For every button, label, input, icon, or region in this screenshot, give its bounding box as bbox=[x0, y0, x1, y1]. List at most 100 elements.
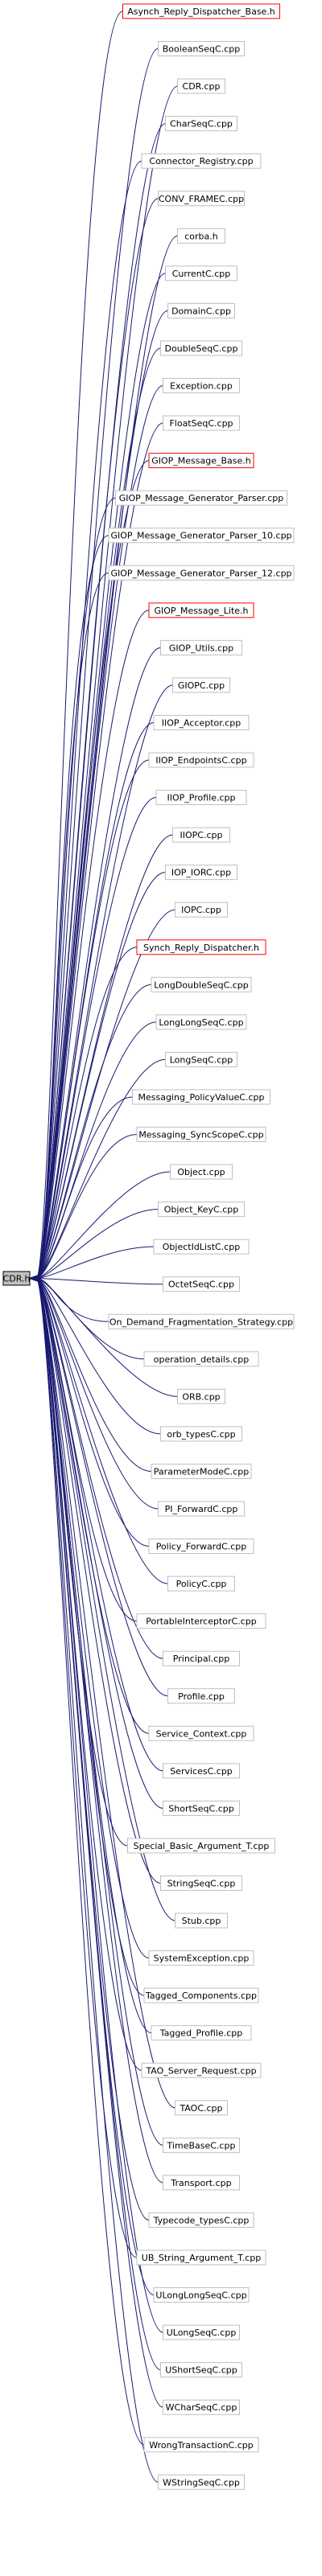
node-messaging-syncscopec-cpp[interactable]: Messaging_SyncScopeC.cpp bbox=[136, 1127, 266, 1142]
node-profile-cpp[interactable]: Profile.cpp bbox=[167, 1688, 235, 1704]
node-stringseqc-cpp[interactable]: StringSeqC.cpp bbox=[160, 1876, 242, 1891]
node-charseqc-cpp[interactable]: CharSeqC.cpp bbox=[165, 116, 237, 132]
node-label: TimeBaseC.cpp bbox=[167, 2140, 236, 2151]
node-giopc-cpp[interactable]: GIOPC.cpp bbox=[172, 677, 230, 693]
node-label: Connector_Registry.cpp bbox=[149, 156, 253, 166]
node-giop-message-base-h[interactable]: GIOP_Message_Base.h bbox=[148, 453, 254, 469]
node-box bbox=[175, 902, 228, 918]
node-iopc-cpp[interactable]: IOPC.cpp bbox=[175, 902, 228, 918]
node-object-keyc-cpp[interactable]: Object_KeyC.cpp bbox=[158, 1202, 245, 1218]
node-pi-forwardc-cpp[interactable]: PI_ForwardC.cpp bbox=[158, 1501, 245, 1517]
node-label: IIOP_EndpointsC.cpp bbox=[155, 755, 246, 766]
node-iop-iorc-cpp[interactable]: IOP_IORC.cpp bbox=[165, 865, 237, 881]
node-label: WStringSeqC.cpp bbox=[163, 2477, 240, 2488]
node-doubleseqc-cpp[interactable]: DoubleSeqC.cpp bbox=[160, 340, 242, 356]
node-servicesc-cpp[interactable]: ServicesC.cpp bbox=[163, 1763, 240, 1779]
node-box bbox=[158, 191, 245, 207]
edge-wcharseqc-cpp bbox=[35, 1278, 163, 2408]
node-longlongseqc-cpp[interactable]: LongLongSeqC.cpp bbox=[155, 1014, 247, 1030]
node-orb-cpp[interactable]: ORB.cpp bbox=[177, 1388, 225, 1404]
node-octetseqc-cpp[interactable]: OctetSeqC.cpp bbox=[163, 1276, 240, 1292]
node-synch-reply-dispatcher-h[interactable]: Synch_Reply_Dispatcher.h bbox=[136, 939, 266, 955]
node-special-basic-argument-t-cpp[interactable]: Special_Basic_Argument_T.cpp bbox=[127, 1838, 275, 1854]
node-operation-details-cpp[interactable]: operation_details.cpp bbox=[143, 1351, 259, 1367]
node-box bbox=[141, 2062, 262, 2078]
node-box bbox=[148, 2212, 254, 2228]
node-giop-message-generator-parser-cpp[interactable]: GIOP_Message_Generator_Parser.cpp bbox=[115, 490, 287, 506]
node-label: IIOP_Profile.cpp bbox=[167, 793, 236, 803]
node-giop-utils-cpp[interactable]: GIOP_Utils.cpp bbox=[160, 639, 242, 655]
node-iiop-acceptor-cpp[interactable]: IIOP_Acceptor.cpp bbox=[153, 714, 250, 730]
node-on-demand-fragmentation-strategy-cpp[interactable]: On_Demand_Fragmentation_Strategy.cpp bbox=[108, 1313, 295, 1329]
node-ulongseqc-cpp[interactable]: ULongSeqC.cpp bbox=[163, 2324, 240, 2340]
edge-pi-forwardc-cpp bbox=[35, 1278, 159, 1510]
node-booleanseqc-cpp[interactable]: BooleanSeqC.cpp bbox=[158, 41, 245, 57]
node-cdr-cpp[interactable]: CDR.cpp bbox=[177, 78, 225, 94]
node-label: Messaging_SyncScopeC.cpp bbox=[138, 1130, 263, 1140]
node-corba-h[interactable]: corba.h bbox=[177, 228, 225, 244]
node-floatseqc-cpp[interactable]: FloatSeqC.cpp bbox=[163, 415, 240, 431]
node-wcharseqc-cpp[interactable]: WCharSeqC.cpp bbox=[163, 2399, 240, 2415]
node-label: Profile.cpp bbox=[178, 1691, 225, 1702]
node-tagged-profile-cpp[interactable]: Tagged_Profile.cpp bbox=[151, 2025, 252, 2041]
node-label: ShortSeqC.cpp bbox=[168, 1803, 233, 1814]
node-label: FloatSeqC.cpp bbox=[169, 418, 233, 429]
node-service-context-cpp[interactable]: Service_Context.cpp bbox=[148, 1725, 254, 1741]
edge-booleanseqc-cpp bbox=[35, 48, 159, 1279]
node-systemexception-cpp[interactable]: SystemException.cpp bbox=[148, 1950, 254, 1966]
node-iiop-profile-cpp[interactable]: IIOP_Profile.cpp bbox=[155, 790, 247, 806]
node-giop-message-generator-parser-12-cpp[interactable]: GIOP_Message_Generator_Parser_12.cpp bbox=[108, 565, 295, 581]
node-parametermodec-cpp[interactable]: ParameterModeC.cpp bbox=[151, 1463, 252, 1479]
node-label: Object.cpp bbox=[177, 1167, 225, 1177]
node-label: CharSeqC.cpp bbox=[170, 119, 233, 129]
node-box bbox=[177, 1388, 225, 1404]
node-orb-typesc-cpp[interactable]: orb_typesC.cpp bbox=[160, 1426, 242, 1442]
node-box bbox=[163, 378, 240, 393]
node-tao-server-request-cpp[interactable]: TAO_Server_Request.cpp bbox=[141, 2062, 262, 2078]
node-conv-framec-cpp[interactable]: CONV_FRAMEC.cpp bbox=[158, 191, 245, 207]
node-label: WrongTransactionC.cpp bbox=[149, 2440, 253, 2451]
node-domainc-cpp[interactable]: DomainC.cpp bbox=[167, 302, 235, 318]
node-label: LongDoubleSeqC.cpp bbox=[154, 980, 249, 990]
node-tagged-components-cpp[interactable]: Tagged_Components.cpp bbox=[143, 1987, 259, 2003]
node-stub-cpp[interactable]: Stub.cpp bbox=[175, 1912, 228, 1929]
node-iiop-endpointsc-cpp[interactable]: IIOP_EndpointsC.cpp bbox=[148, 752, 254, 768]
root-node[interactable]: CDR.h bbox=[2, 1271, 31, 1286]
node-typecode-typesc-cpp[interactable]: Typecode_typesC.cpp bbox=[148, 2212, 254, 2228]
node-policyc-cpp[interactable]: PolicyC.cpp bbox=[167, 1576, 235, 1592]
node-exception-cpp[interactable]: Exception.cpp bbox=[163, 378, 240, 393]
node-longdoubleseqc-cpp[interactable]: LongDoubleSeqC.cpp bbox=[151, 976, 252, 992]
node-messaging-policyvaluec-cpp[interactable]: Messaging_PolicyValueC.cpp bbox=[132, 1089, 270, 1105]
node-objectidlistc-cpp[interactable]: ObjectIdListC.cpp bbox=[153, 1239, 250, 1255]
edge-messaging-syncscopec-cpp bbox=[35, 1134, 138, 1279]
node-box bbox=[175, 1912, 228, 1929]
node-transport-cpp[interactable]: Transport.cpp bbox=[163, 2175, 240, 2191]
node-taoc-cpp[interactable]: TAOC.cpp bbox=[175, 2100, 228, 2116]
node-label: Typecode_typesC.cpp bbox=[153, 2215, 250, 2225]
node-portableinterceptorc-cpp[interactable]: PortableInterceptorC.cpp bbox=[136, 1613, 266, 1629]
node-object-cpp[interactable]: Object.cpp bbox=[170, 1164, 233, 1180]
node-box bbox=[177, 78, 225, 94]
node-shortseqc-cpp[interactable]: ShortSeqC.cpp bbox=[163, 1800, 240, 1816]
node-asynch-reply-dispatcher-base-h[interactable]: Asynch_Reply_Dispatcher_Base.h bbox=[122, 3, 280, 19]
node-connector-registry-cpp[interactable]: Connector_Registry.cpp bbox=[141, 153, 262, 169]
node-label: GIOPC.cpp bbox=[178, 680, 225, 691]
node-label: UB_String_Argument_T.cpp bbox=[142, 2253, 261, 2263]
node-wstringseqc-cpp[interactable]: WStringSeqC.cpp bbox=[158, 2474, 245, 2490]
node-giop-message-generator-parser-10-cpp[interactable]: GIOP_Message_Generator_Parser_10.cpp bbox=[108, 528, 295, 544]
node-principal-cpp[interactable]: Principal.cpp bbox=[163, 1650, 240, 1666]
node-timebasec-cpp[interactable]: TimeBaseC.cpp bbox=[163, 2137, 240, 2153]
node-iiopc-cpp[interactable]: IIOPC.cpp bbox=[172, 827, 230, 843]
node-box bbox=[160, 2362, 242, 2378]
node-longseqc-cpp[interactable]: LongSeqC.cpp bbox=[165, 1051, 237, 1067]
node-ub-string-argument-t-cpp[interactable]: UB_String_Argument_T.cpp bbox=[136, 2249, 266, 2266]
node-policy-forwardc-cpp[interactable]: Policy_ForwardC.cpp bbox=[148, 1539, 254, 1555]
node-giop-message-lite-h[interactable]: GIOP_Message_Lite.h bbox=[148, 602, 254, 618]
node-wrongtransactionc-cpp[interactable]: WrongTransactionC.cpp bbox=[143, 2437, 259, 2453]
node-currentc-cpp[interactable]: CurrentC.cpp bbox=[165, 265, 237, 281]
node-ulonglongseqc-cpp[interactable]: ULongLongSeqC.cpp bbox=[153, 2287, 250, 2303]
edge-shortseqc-cpp bbox=[35, 1278, 163, 1809]
node-box bbox=[172, 677, 230, 693]
node-box bbox=[148, 453, 254, 469]
node-ushortseqc-cpp[interactable]: UShortSeqC.cpp bbox=[160, 2362, 242, 2378]
